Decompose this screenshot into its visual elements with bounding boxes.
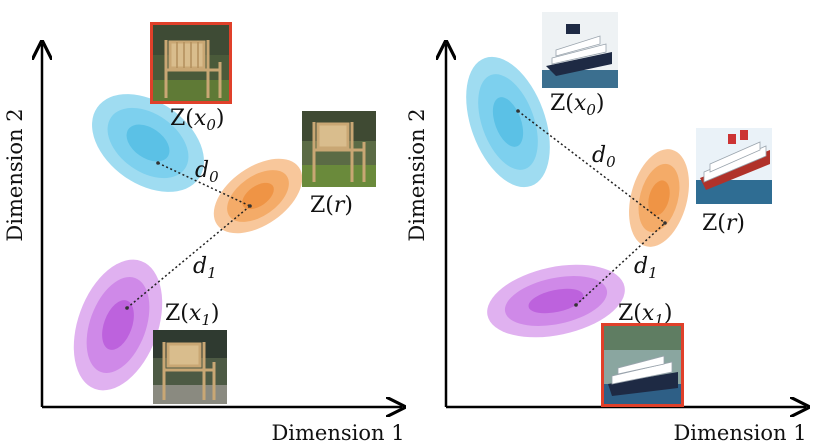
right-d1-line — [575, 222, 666, 306]
left-d0-line — [157, 162, 251, 207]
left-cluster-x1 — [73, 259, 163, 391]
left-label-d0: d0 — [195, 158, 219, 186]
left-x-axis-label: Dimension 1 — [271, 421, 404, 445]
right-y-axis-label: Dimension 2 — [405, 108, 429, 241]
left-image-x1-chair — [153, 330, 227, 404]
right-x-axis-label: Dimension 1 — [673, 421, 806, 445]
left-label-zr: Z(r) — [310, 193, 353, 218]
left-x0-center — [156, 161, 160, 165]
right-image-x1-ship — [601, 323, 684, 407]
right-x0-center — [516, 109, 520, 113]
right-label-zx0: Z(x0) — [550, 91, 604, 119]
left-image-r-chair — [302, 111, 376, 187]
left-label-zx1: Z(x1) — [165, 301, 219, 329]
right-cluster-x0 — [466, 56, 550, 188]
left-x1-center — [125, 306, 129, 310]
left-cluster-r — [213, 158, 303, 234]
left-cluster-x0 — [92, 94, 204, 192]
left-panel: Dimension 2 Dimension 1 Z(x0) Z(r) Z(x — [3, 22, 405, 445]
right-label-d1: d1 — [634, 254, 658, 282]
right-cluster-r — [629, 149, 689, 247]
right-panel: Dimension 2 Dimension 1 Z(x0) Z(r) Z(x1)… — [405, 12, 807, 445]
right-d0-line — [517, 110, 666, 224]
right-label-d0: d0 — [592, 143, 616, 171]
left-label-zx0: Z(x0) — [170, 106, 224, 134]
right-x1-center — [574, 303, 578, 307]
right-label-zr: Z(r) — [702, 211, 745, 236]
left-image-x0-chair — [150, 22, 232, 104]
right-image-r-ship — [696, 128, 772, 204]
left-d1-line — [126, 205, 251, 309]
left-y-axis-label: Dimension 2 — [3, 108, 27, 241]
right-cluster-x1 — [487, 264, 625, 338]
left-r-center — [248, 204, 252, 208]
right-image-x0-ship — [542, 12, 618, 88]
left-label-d1: d1 — [193, 254, 217, 282]
right-r-center — [663, 221, 667, 225]
